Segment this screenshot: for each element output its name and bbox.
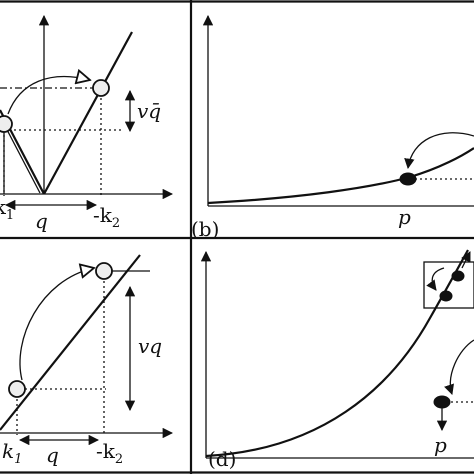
panel-d: p (d) <box>200 249 474 471</box>
panel-c-label-vq: vq <box>138 334 162 358</box>
panel-d-curve <box>205 249 469 458</box>
panel-a-right-line <box>43 31 133 195</box>
panel-a-label-k2: -k2 <box>93 203 120 231</box>
panel-a: vq̄ q -k1 -k2 <box>0 14 174 233</box>
panel-c-label-k1: k1 <box>2 439 22 467</box>
panel-c-line <box>0 254 141 431</box>
panel-d-inset-marker-upper <box>451 270 465 282</box>
panel-b: p (b) <box>191 14 474 241</box>
panel-c-curved-arrow <box>19 268 94 381</box>
panel-c-label-q: q <box>46 443 59 467</box>
panel-b-curved-arrow <box>404 132 474 170</box>
panel-d-inset-arrow-up <box>461 251 471 269</box>
panel-d-inset-box <box>423 261 474 309</box>
panel-d-marker <box>433 395 451 409</box>
panel-d-inset-curve-arrow <box>426 267 445 291</box>
panel-b-tag: (b) <box>191 217 219 241</box>
panel-a-fan-2 <box>3 123 41 194</box>
panel-a-curved-arrow <box>7 77 90 115</box>
panel-c-marker-lower <box>8 380 26 398</box>
panel-b-curve <box>207 147 474 205</box>
panel-a-label-k1: -k1 <box>0 195 14 223</box>
panel-a-marker-right <box>92 79 110 97</box>
panel-d-inset-marker-lower <box>439 290 453 302</box>
panel-d-label-p: p <box>434 433 447 457</box>
panel-c-label-k2: -k2 <box>96 439 123 467</box>
panel-b-label-p: p <box>398 205 411 229</box>
panel-b-marker <box>399 172 417 186</box>
panel-d-tag: (d) <box>208 447 236 471</box>
panel-a-marker-left <box>0 115 13 133</box>
panel-a-label-vqbar: vq̄ <box>137 99 161 123</box>
panel-c: vq q k1 -k2 <box>0 254 174 467</box>
panel-c-marker-upper <box>95 262 113 280</box>
panel-d-curved-arrow <box>444 339 474 395</box>
panel-a-label-q: q <box>35 209 48 233</box>
